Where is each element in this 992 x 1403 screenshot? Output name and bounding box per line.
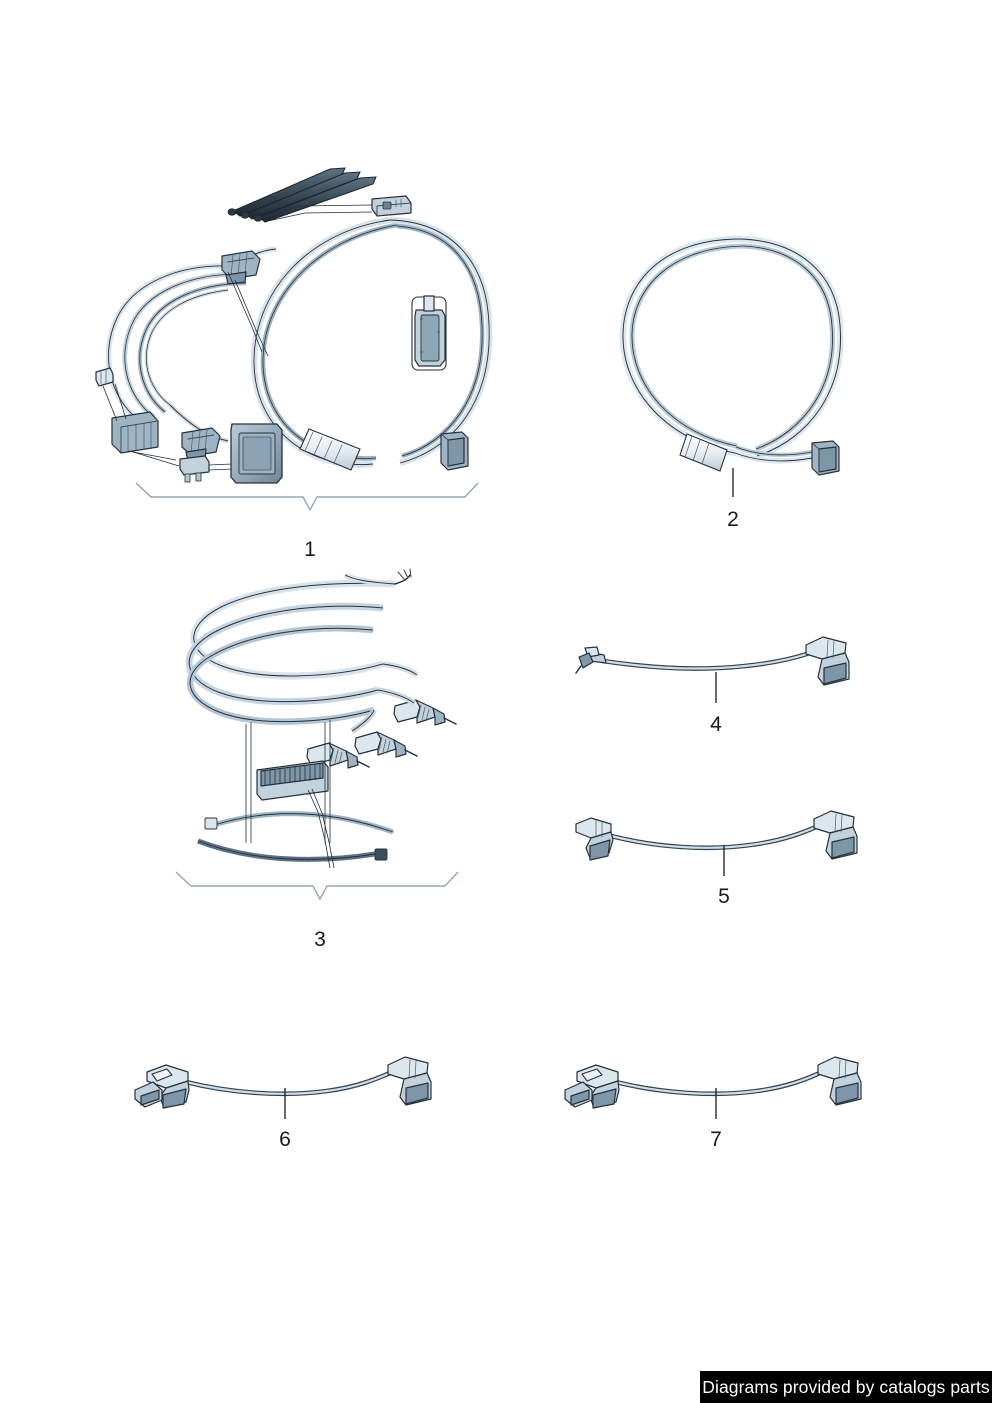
cable-ties-bundle-1: [227, 167, 377, 223]
cable-loop-small-1: [105, 246, 277, 444]
callout-number-5: 5: [718, 885, 730, 908]
part-group-1: 1: [95, 167, 493, 561]
usb-plug-6: [134, 1064, 190, 1109]
terminal-bullet-1: [95, 367, 114, 387]
cable-coil-3: [185, 568, 412, 725]
sensor-module-1: [411, 295, 447, 371]
right-angle-jack-4: [575, 646, 607, 674]
internal-leaders-3: [245, 720, 335, 869]
callout-number-6: 6: [279, 1128, 291, 1151]
control-module-box-1: [230, 423, 283, 484]
cable-tie-lower-3: [197, 838, 388, 862]
part-group-7: 7: [564, 1056, 862, 1151]
callout-number-2: 2: [727, 508, 739, 531]
label-strip-3: [256, 760, 329, 801]
part-group-5: 5: [575, 810, 858, 908]
callout-number-1: 1: [304, 538, 316, 561]
callout-bracket-1: [135, 482, 479, 512]
callout-number-4: 4: [710, 713, 722, 736]
connector-clip-upper-1: [221, 250, 261, 285]
angled-connector-4: [805, 636, 850, 686]
callout-bracket-3: [175, 871, 459, 901]
rca-plug-lower-3: [306, 708, 377, 769]
watermark-text: Diagrams provided by catalogs parts: [702, 1376, 990, 1397]
block-plug-5: [575, 817, 614, 861]
part-group-3: 3: [175, 568, 459, 951]
connector-ridged-left-1: [111, 411, 159, 454]
rca-plug-mid-3: [354, 687, 418, 758]
part-group-4: 4: [575, 636, 850, 736]
plug-two-pin-1: [179, 455, 233, 483]
part-group-6: 6: [134, 1056, 432, 1151]
angled-connector-7: [817, 1056, 862, 1106]
connector-small-top-1: [371, 195, 412, 217]
rca-plug-upper-3: [382, 661, 457, 726]
internal-leaders-1: [102, 271, 269, 467]
part-group-2: 2: [619, 235, 844, 531]
angled-connector-6: [387, 1056, 432, 1106]
connector-end-2: [811, 440, 840, 476]
callout-number-7: 7: [710, 1128, 722, 1151]
tie-leader-lines-1: [261, 204, 373, 222]
cable-tie-upper-3: [204, 811, 394, 835]
cable-sleeve-2: [679, 433, 728, 472]
angled-connector-5: [813, 810, 858, 860]
square-plug-7: [564, 1064, 620, 1109]
connector-end-large-loop-1: [440, 431, 469, 471]
callout-number-3: 3: [314, 928, 326, 951]
watermark-banner: Diagrams provided by catalogs parts: [700, 1371, 992, 1403]
